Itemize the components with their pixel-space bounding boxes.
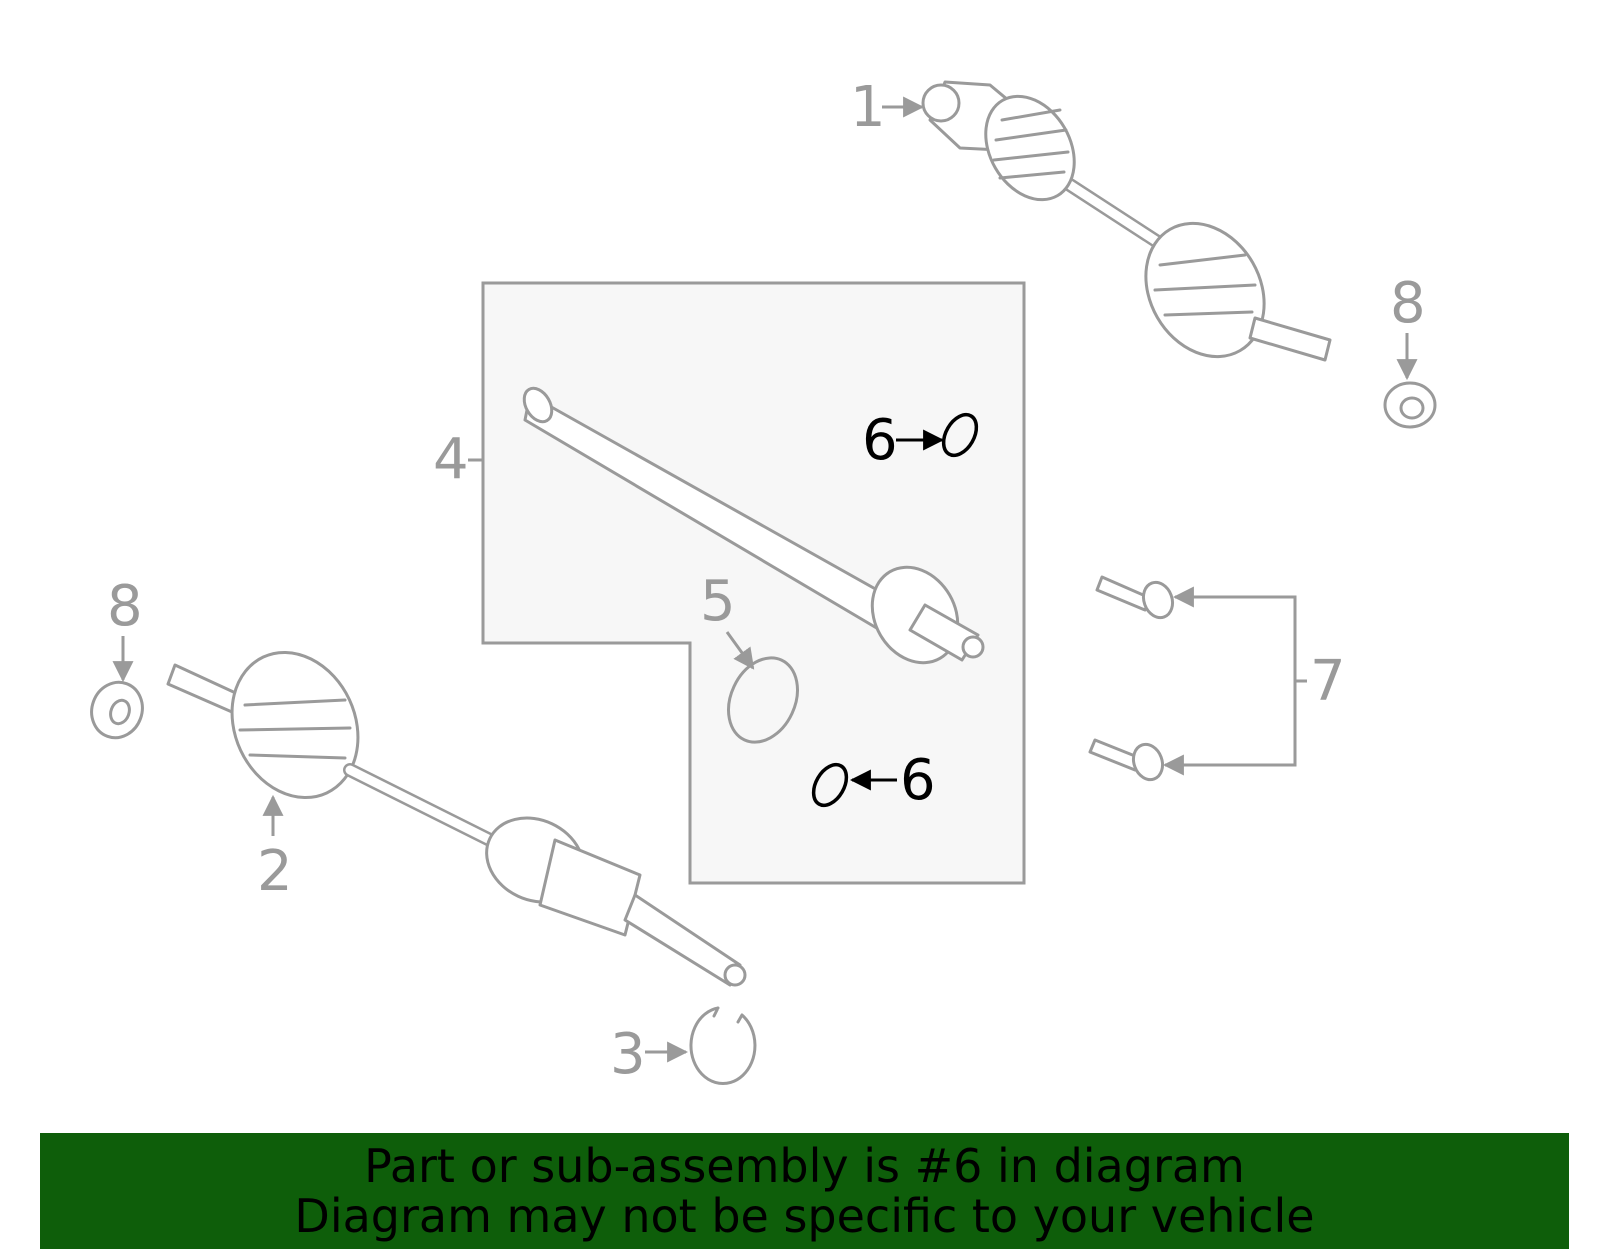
nut-8-left xyxy=(90,680,144,740)
intermediate-shaft-4 xyxy=(522,386,985,665)
leader-5 xyxy=(725,631,755,670)
leader-7 xyxy=(1165,595,1307,767)
axle-shaft-1 xyxy=(921,80,1332,362)
banner-line-2: Diagram may not be specific to your vehi… xyxy=(294,1189,1315,1243)
callout-1: 1 xyxy=(850,75,886,140)
callout-5: 5 xyxy=(700,569,736,634)
banner-line-1: Part or sub-assembly is #6 in diagram xyxy=(364,1139,1245,1193)
callout-8-left: 8 xyxy=(107,574,143,639)
nut-8-right xyxy=(1383,381,1437,429)
info-banner: Part or sub-assembly is #6 in diagram Di… xyxy=(40,1133,1569,1249)
bolt-7-upper xyxy=(1095,575,1175,620)
callout-6-lower: 6 xyxy=(900,748,936,813)
seal-ring-5 xyxy=(727,656,799,744)
callout-3: 3 xyxy=(610,1022,646,1087)
circlip-3 xyxy=(689,1006,757,1086)
part-group-panel xyxy=(481,281,1026,885)
callout-2: 2 xyxy=(257,839,293,904)
callout-8-right: 8 xyxy=(1390,271,1426,336)
callout-6-upper: 6 xyxy=(862,408,898,473)
bolt-7-lower xyxy=(1088,738,1165,782)
callout-4: 4 xyxy=(433,427,469,492)
axle-shaft-2 xyxy=(166,650,747,987)
o-ring-6-upper xyxy=(941,412,979,458)
callout-7: 7 xyxy=(1310,649,1346,714)
o-ring-6-lower xyxy=(811,762,849,808)
